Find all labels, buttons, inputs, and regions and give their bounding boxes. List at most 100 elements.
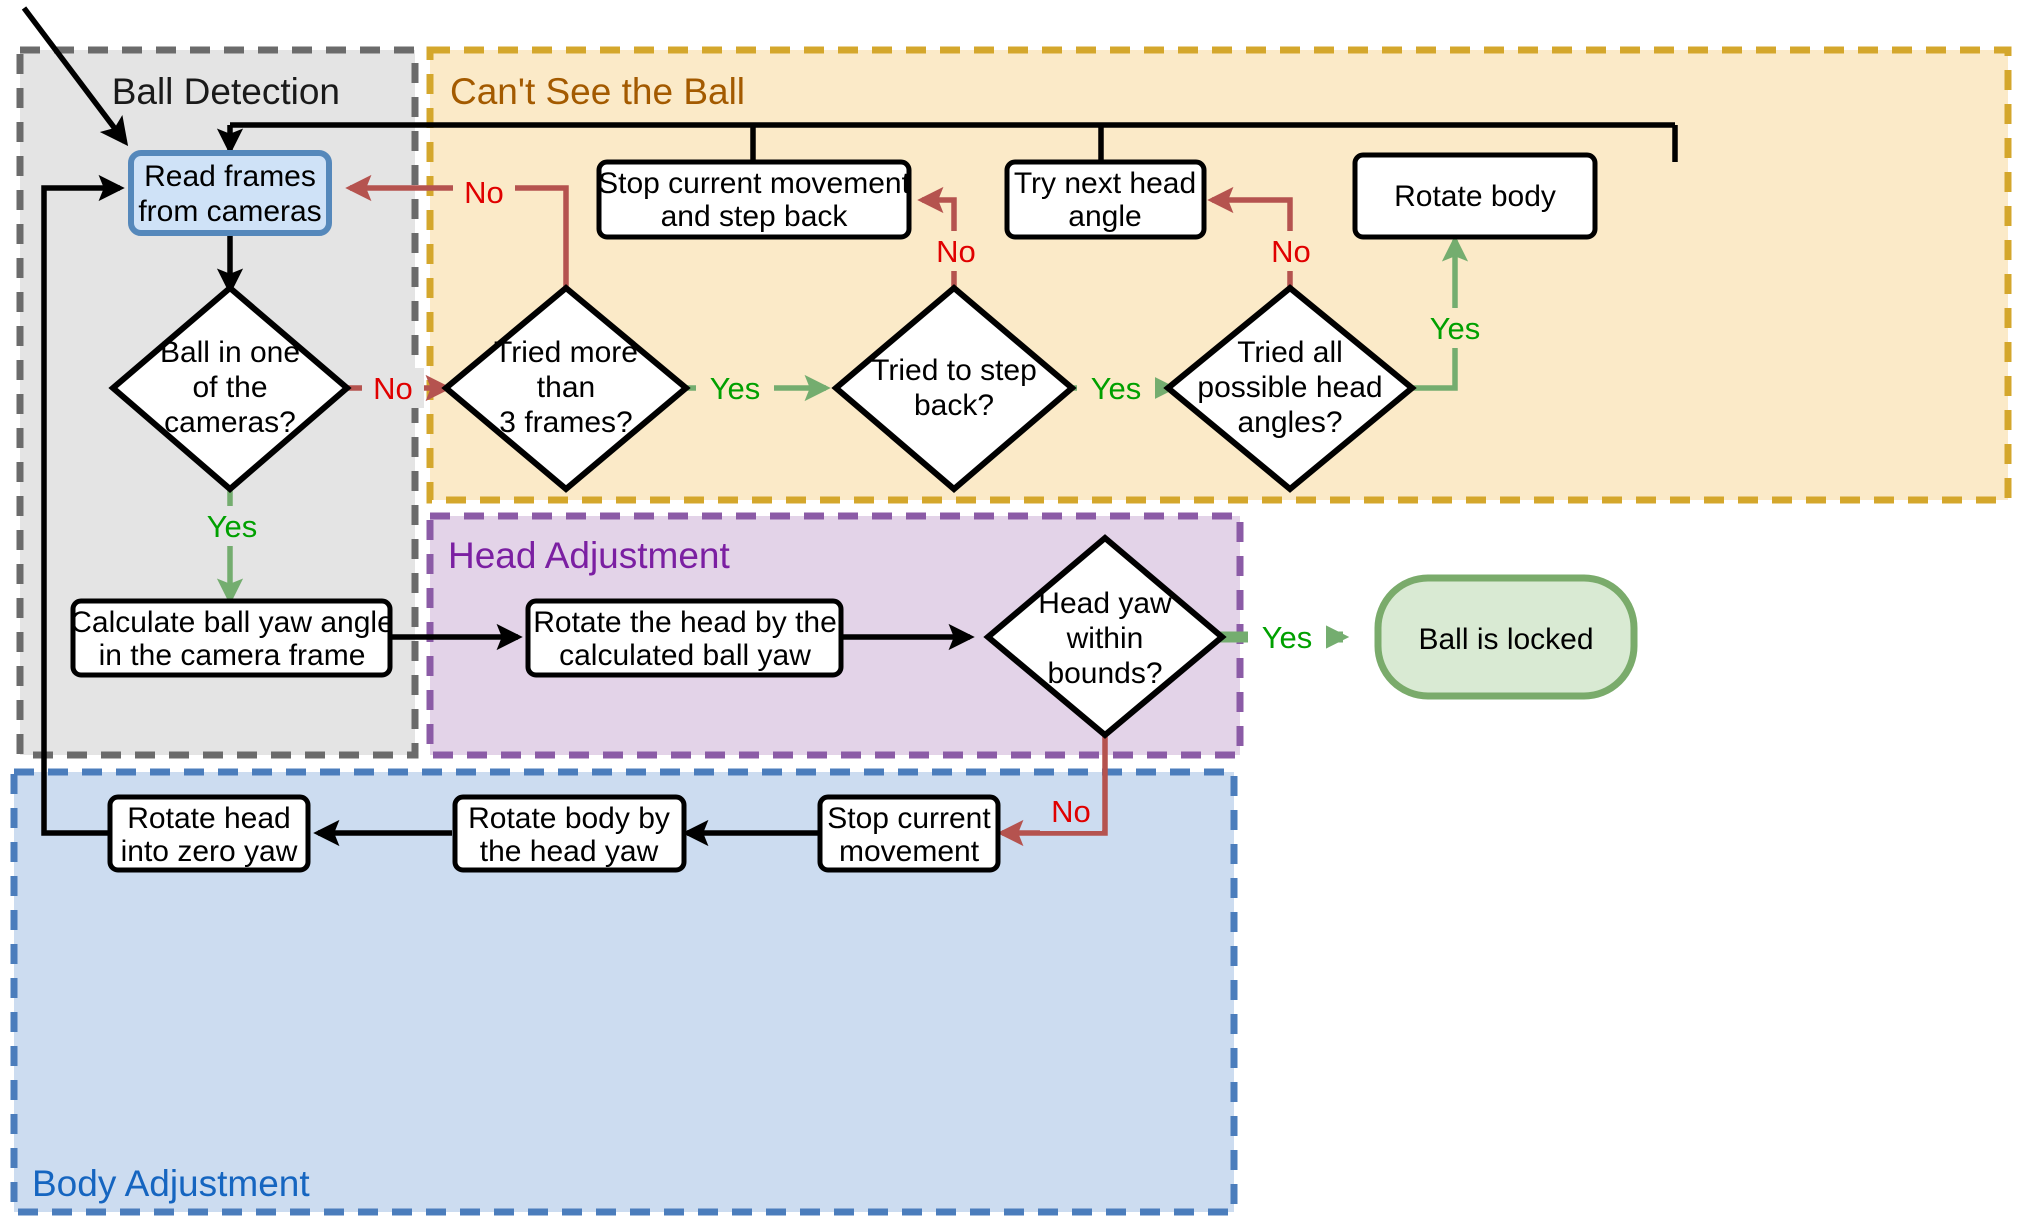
node-stop-current-move[interactable]: Stop current movement (817, 794, 1001, 873)
node-tried-step-back[interactable]: Tried to step back? (831, 284, 1077, 493)
read-frames-shape[interactable] (128, 150, 332, 236)
ball-in-cameras-line3: cameras? (164, 406, 296, 439)
label-bg-ball-no (362, 368, 424, 408)
label-bg-frames-no (453, 172, 515, 212)
ball-detection-label: Ball Detection (112, 71, 340, 112)
edge-frames-no-to-readframes (345, 174, 569, 290)
label-bg-bounds-no (1040, 791, 1102, 831)
label-bg-frames-yes (696, 368, 774, 408)
edge-label-frames-yes: Yes (696, 368, 774, 408)
rotate-body-head-shape[interactable] (452, 794, 687, 873)
tried-3-frames-line2: than (537, 371, 595, 404)
label-stepback-no: No (936, 234, 976, 269)
stop-step-back-line1: Stop current movement (598, 167, 910, 200)
tried-step-back-line1: Tried to step (871, 354, 1037, 387)
try-next-angle-line1: Try next head (1014, 167, 1196, 200)
node-rotate-head-zero[interactable]: Rotate head into zero yaw (107, 794, 311, 873)
rotate-body-head-line2: the head yaw (480, 835, 659, 868)
tried-head-angles-shape[interactable] (1163, 284, 1417, 493)
node-ball-in-cameras[interactable]: Ball in one of the cameras? (108, 284, 352, 493)
edge-bounds-no (997, 733, 1108, 847)
rotate-head-yaw-line2: calculated ball yaw (559, 639, 811, 672)
stop-current-move-line2: movement (839, 835, 980, 868)
node-try-next-angle[interactable]: Try next head angle (1004, 159, 1207, 240)
node-tried-head-angles[interactable]: Tried all possible head angles? (1163, 284, 1417, 493)
calculate-ball-yaw-line1: Calculate ball yaw angle (70, 606, 394, 639)
node-ball-is-locked[interactable]: Ball is locked (1374, 574, 1638, 700)
label-ball-no: No (373, 371, 413, 406)
tried-head-angles-line1: Tried all (1237, 336, 1343, 369)
rotate-head-zero-shape[interactable] (107, 794, 311, 873)
read-frames-line1: Read frames (144, 160, 316, 193)
try-next-angle-line2: angle (1068, 200, 1141, 233)
tried-3-frames-line1: Tried more (494, 336, 638, 369)
body-adjustment-label: Body Adjustment (32, 1163, 310, 1204)
calculate-ball-yaw-shape[interactable] (70, 598, 393, 678)
rotate-body-shape[interactable] (1352, 152, 1598, 240)
head-yaw-bounds-line2: within (1066, 622, 1144, 655)
edge-label-ball-yes: Yes (194, 506, 270, 546)
tried-head-angles-line2: possible head (1197, 371, 1382, 404)
label-bounds-no: No (1051, 794, 1091, 829)
try-next-angle-shape[interactable] (1004, 159, 1207, 240)
rotate-head-zero-line2: into zero yaw (121, 835, 298, 868)
label-stepback-yes: Yes (1091, 371, 1142, 406)
label-bg-angles-no (1260, 231, 1322, 271)
head-adjustment-label: Head Adjustment (448, 535, 731, 576)
edge-label-angles-no: No (1260, 231, 1322, 271)
edge-angles-yes (1410, 235, 1469, 391)
edge-label-frames-no: No (453, 172, 515, 212)
rotate-body-line1: Rotate body (1394, 180, 1556, 213)
ball-in-cameras-line2: of the (192, 371, 267, 404)
rotate-body-head-line1: Rotate body by (468, 802, 670, 835)
rotate-head-zero-line1: Rotate head (127, 802, 290, 835)
node-head-yaw-bounds[interactable]: Head yaw within bounds? (983, 534, 1227, 739)
stop-current-move-line1: Stop current (827, 802, 991, 835)
edge-label-bounds-no: No (1040, 791, 1102, 831)
edge-external-entry (21, 6, 129, 147)
label-bg-ball-yes (194, 506, 270, 546)
label-angles-yes: Yes (1430, 311, 1481, 346)
rotate-head-yaw-shape[interactable] (525, 598, 844, 678)
cant-see-ball-label: Can't See the Ball (450, 71, 745, 112)
node-tried-3-frames[interactable]: Tried more than 3 frames? (441, 284, 691, 493)
stop-step-back-line2: and step back (661, 200, 849, 233)
node-rotate-body[interactable]: Rotate body (1352, 152, 1598, 240)
edge-label-stepback-no: No (925, 231, 987, 271)
edge-label-stepback-yes: Yes (1077, 368, 1155, 408)
edge-label-angles-yes: Yes (1416, 308, 1494, 348)
tried-step-back-shape[interactable] (831, 284, 1077, 493)
tried-step-back-line2: back? (914, 389, 994, 422)
ball-in-cameras-line1: Ball in one (160, 336, 300, 369)
label-frames-yes: Yes (710, 371, 761, 406)
label-bg-bounds-yes (1248, 617, 1326, 657)
head-yaw-bounds-shape[interactable] (983, 534, 1227, 739)
edge-label-ball-no: No (362, 368, 424, 408)
node-rotate-head-yaw[interactable]: Rotate the head by the calculated ball y… (525, 598, 844, 678)
stop-step-back-shape[interactable] (596, 159, 912, 240)
ball-is-locked-line1: Ball is locked (1418, 623, 1593, 656)
node-stop-step-back[interactable]: Stop current movement and step back (596, 159, 912, 240)
tried-head-angles-line3: angles? (1237, 406, 1342, 439)
stop-current-move-shape[interactable] (817, 794, 1001, 873)
node-calculate-ball-yaw[interactable]: Calculate ball yaw angle in the camera f… (70, 598, 394, 678)
node-rotate-body-head[interactable]: Rotate body by the head yaw (452, 794, 687, 873)
label-angles-no: No (1271, 234, 1311, 269)
ball-is-locked-shape[interactable] (1374, 574, 1638, 700)
ball-in-cameras-shape[interactable] (108, 284, 352, 493)
label-frames-no: No (464, 175, 504, 210)
label-bounds-yes: Yes (1262, 620, 1313, 655)
head-yaw-bounds-line3: bounds? (1047, 657, 1162, 690)
rotate-head-yaw-line1: Rotate the head by the (533, 606, 837, 639)
node-read-frames[interactable]: Read frames from cameras (128, 150, 332, 236)
label-bg-angles-yes (1416, 308, 1494, 348)
read-frames-line2: from cameras (138, 195, 321, 228)
label-bg-stepback-yes (1077, 368, 1155, 408)
edge-label-bounds-yes: Yes (1248, 617, 1326, 657)
label-ball-yes: Yes (207, 509, 258, 544)
label-bg-stepback-no (925, 231, 987, 271)
edge-rotatehead-to-readframes (41, 174, 125, 836)
tried-3-frames-shape[interactable] (441, 284, 691, 493)
